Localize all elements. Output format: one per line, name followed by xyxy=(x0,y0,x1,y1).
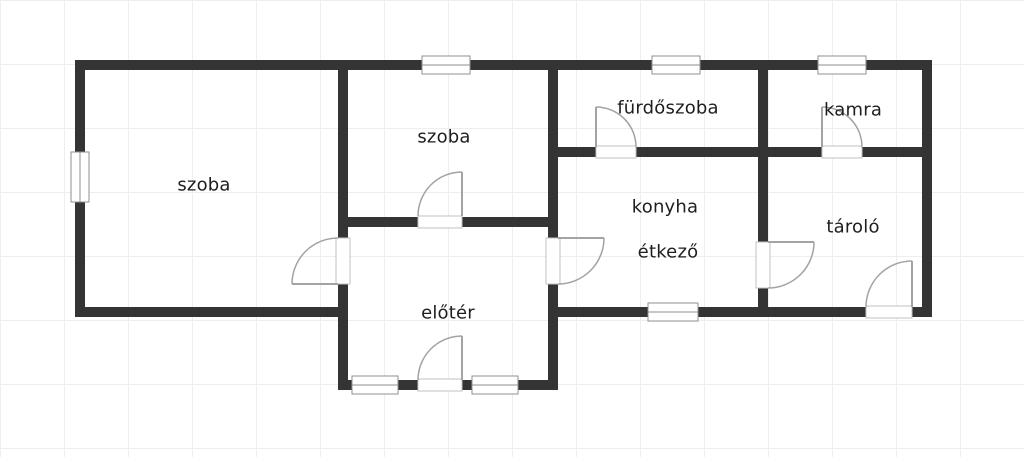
window-symbol xyxy=(471,375,519,395)
door-swing-arc xyxy=(417,335,463,381)
door-swing-arc xyxy=(595,106,637,148)
door-symbol xyxy=(865,260,913,308)
window-symbol xyxy=(421,55,471,75)
door-swing-arc xyxy=(767,241,815,289)
walls xyxy=(75,60,932,390)
door-swing-arc xyxy=(291,237,339,285)
door-opening xyxy=(821,145,863,159)
door-swings xyxy=(291,106,913,381)
door-swing-arc xyxy=(417,171,463,217)
door-symbol xyxy=(557,237,605,285)
door-swing-arc xyxy=(557,237,605,285)
wall-outer-bottom-right xyxy=(548,307,932,317)
window-symbol xyxy=(647,302,699,322)
wall-interior-horizontal-e xyxy=(548,147,932,157)
door-opening xyxy=(595,145,637,159)
door-symbol xyxy=(417,335,463,381)
door-opening xyxy=(545,237,561,285)
door-opening xyxy=(417,378,463,392)
window-symbol xyxy=(817,55,867,75)
door-opening xyxy=(755,241,771,289)
door-opening xyxy=(865,305,913,319)
door-openings xyxy=(335,145,913,392)
door-symbol xyxy=(767,241,815,289)
windows xyxy=(70,55,867,395)
window-symbol xyxy=(651,55,701,75)
wall-interior-vertical-c xyxy=(758,60,768,317)
door-symbol xyxy=(417,171,463,217)
wall-outer-top xyxy=(75,60,932,70)
door-symbol xyxy=(595,106,637,148)
door-symbol xyxy=(291,237,339,285)
door-swing-arc xyxy=(821,106,863,148)
window-symbol xyxy=(351,375,399,395)
door-swing-arc xyxy=(865,260,913,308)
wall-outer-bottom-left xyxy=(75,307,348,317)
door-symbol xyxy=(821,106,863,148)
door-opening xyxy=(335,237,351,285)
wall-outer-right xyxy=(922,60,932,317)
window-symbol xyxy=(70,151,90,203)
door-opening xyxy=(417,215,463,229)
